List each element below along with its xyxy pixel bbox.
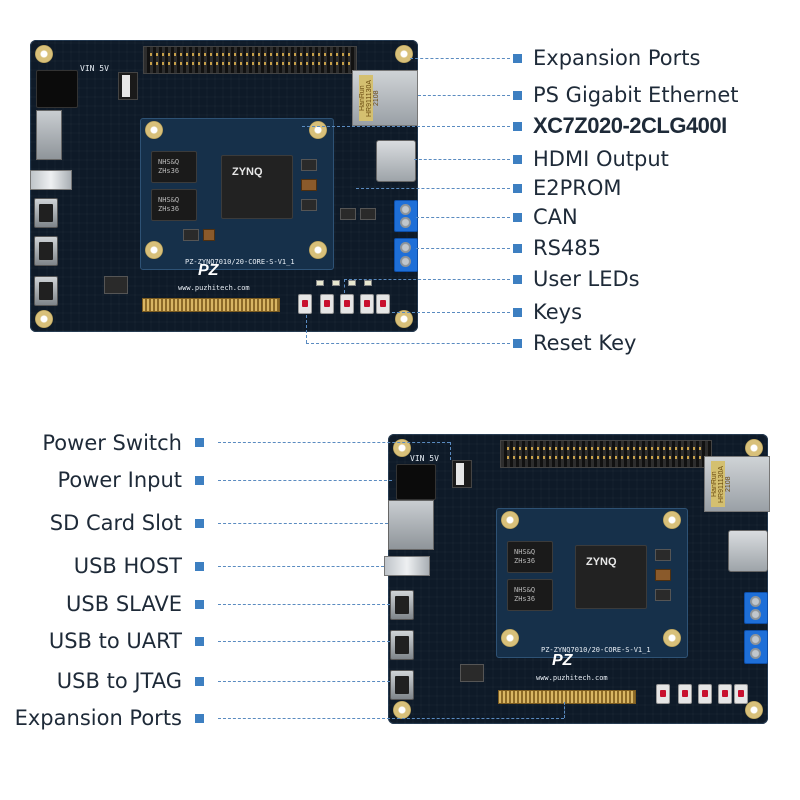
label-xc7z020: XC7Z020-2CLG400I bbox=[533, 113, 727, 138]
label-usb-host: USB HOST bbox=[73, 554, 182, 578]
mount-hole bbox=[395, 45, 413, 63]
power-jack bbox=[396, 464, 436, 500]
core-silk: PZ-ZYNQ7010/20-CORE-S-V1_1 bbox=[185, 258, 295, 266]
ddr-chip: NHS&Q ZHs36 bbox=[151, 151, 197, 183]
usb-jtag-port bbox=[390, 670, 414, 700]
label-rs485: RS485 bbox=[533, 236, 602, 260]
usb-jtag-port bbox=[34, 276, 58, 306]
expansion-header-top bbox=[500, 440, 712, 468]
label-ps-gigabit-ethernet: PS Gigabit Ethernet bbox=[533, 83, 739, 107]
label-usb-slave: USB SLAVE bbox=[66, 592, 182, 616]
bottom-board: VIN 5V NHS&Q ZHs36 NHS&Q ZHs36 ZYNQ PZ-Z… bbox=[384, 434, 770, 724]
label-sd-card-slot: SD Card Slot bbox=[49, 511, 182, 535]
brand-logo: PZ bbox=[198, 262, 219, 279]
rs485-terminal bbox=[744, 630, 768, 664]
label-user-leds: User LEDs bbox=[533, 267, 640, 291]
website: www.puzhitech.com bbox=[536, 674, 608, 682]
ddr-chip: NHS&Q ZHs36 bbox=[507, 579, 553, 611]
label-hdmi-output: HDMI Output bbox=[533, 147, 669, 171]
core-module: NHS&Q ZHs36 NHS&Q ZHs36 ZYNQ PZ-ZYNQ7010… bbox=[140, 118, 334, 270]
label-expansion-ports-bottom: Expansion Ports bbox=[14, 706, 182, 730]
core-silk: PZ-ZYNQ7010/20-CORE-S-V1_1 bbox=[541, 646, 651, 654]
usb-host-port bbox=[384, 556, 430, 576]
usb-uart-port bbox=[390, 630, 414, 660]
vin-label: VIN 5V bbox=[80, 64, 109, 73]
power-switch bbox=[452, 460, 472, 488]
label-expansion-ports: Expansion Ports bbox=[533, 46, 701, 70]
user-led bbox=[316, 280, 324, 286]
usb-slave-port bbox=[390, 590, 414, 620]
hdmi-port bbox=[376, 140, 416, 182]
user-led bbox=[348, 280, 356, 286]
expansion-header-top bbox=[143, 46, 357, 74]
ddr-chip: NHS&Q ZHs36 bbox=[151, 189, 197, 221]
label-can: CAN bbox=[533, 205, 578, 229]
user-key bbox=[360, 294, 374, 314]
usb-host-port bbox=[30, 170, 72, 190]
expansion-connector-bottom bbox=[498, 690, 636, 704]
mount-hole bbox=[395, 310, 413, 328]
user-led bbox=[332, 280, 340, 286]
sd-card-slot bbox=[388, 500, 434, 550]
core-module: NHS&Q ZHs36 NHS&Q ZHs36 ZYNQ PZ-ZYNQ7010… bbox=[496, 508, 688, 658]
mount-hole bbox=[35, 310, 53, 328]
label-reset-key: Reset Key bbox=[533, 331, 637, 355]
label-e2prom: E2PROM bbox=[533, 176, 622, 200]
can-terminal bbox=[744, 592, 768, 624]
user-key bbox=[376, 294, 390, 314]
top-board: VIN 5V NHS&Q ZHs36 NHS&Q ZHs36 ZYNQ PZ-Z… bbox=[30, 40, 418, 332]
label-power-switch: Power Switch bbox=[42, 431, 182, 455]
can-terminal bbox=[394, 200, 418, 232]
rs485-terminal bbox=[394, 238, 418, 272]
user-key bbox=[340, 294, 354, 314]
label-keys: Keys bbox=[533, 300, 583, 324]
brand-logo: PZ bbox=[552, 652, 573, 669]
label-power-input: Power Input bbox=[57, 468, 182, 492]
expansion-connector-bottom bbox=[142, 298, 280, 312]
website: www.puzhitech.com bbox=[178, 284, 250, 292]
hdmi-port bbox=[728, 530, 768, 572]
reset-key bbox=[298, 294, 312, 314]
sd-card-slot bbox=[36, 110, 62, 160]
vin-label: VIN 5V bbox=[410, 454, 439, 463]
label-usb-to-uart: USB to UART bbox=[48, 629, 182, 653]
ddr-chip: NHS&Q ZHs36 bbox=[507, 541, 553, 573]
mount-hole bbox=[35, 45, 53, 63]
rj45-port: HanRun HR911130A 2108 bbox=[704, 456, 770, 512]
user-key bbox=[320, 294, 334, 314]
zynq-chip: ZYNQ bbox=[575, 545, 647, 609]
zynq-chip: ZYNQ bbox=[221, 155, 293, 219]
power-jack bbox=[36, 70, 78, 108]
power-switch bbox=[118, 72, 138, 100]
usb-uart-port bbox=[34, 236, 58, 266]
label-usb-to-jtag: USB to JTAG bbox=[56, 669, 182, 693]
user-led bbox=[364, 280, 372, 286]
rj45-port: HanRun HR911130A 2108 bbox=[352, 70, 418, 126]
usb-slave-port bbox=[34, 198, 58, 228]
